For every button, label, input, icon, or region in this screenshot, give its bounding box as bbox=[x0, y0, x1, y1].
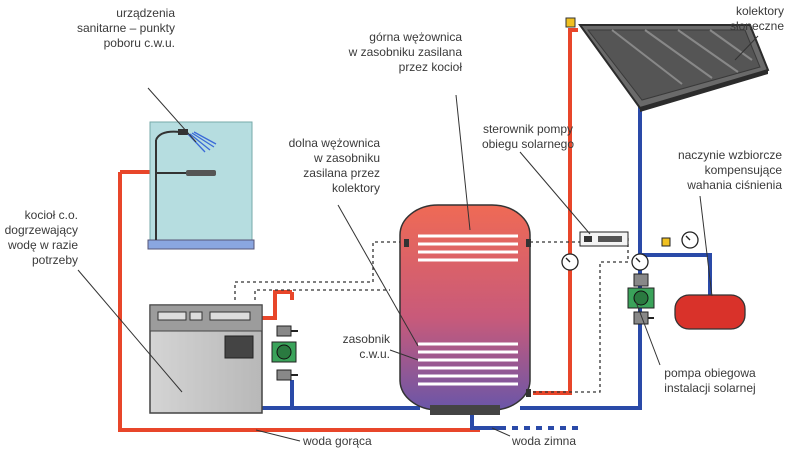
label-boiler: kocioł c.o. dogrzewający wodę w razie po… bbox=[4, 208, 78, 267]
solar-collector-panel bbox=[565, 17, 770, 112]
hot-water-main-pipe bbox=[118, 172, 480, 432]
pressure-gauges bbox=[561, 231, 699, 271]
boiler bbox=[149, 304, 263, 414]
pump-controller bbox=[579, 231, 629, 247]
label-hot-water: woda gorąca bbox=[303, 434, 372, 448]
label-tank: zasobnik c.w.u. bbox=[342, 332, 390, 361]
solar-pump bbox=[627, 273, 655, 325]
expansion-vessel bbox=[674, 294, 746, 330]
label-solar-collectors: kolektory słoneczne bbox=[729, 4, 784, 33]
collector-sensor bbox=[565, 17, 576, 28]
label-cold-water: woda zimna bbox=[512, 434, 577, 448]
label-solar-pump: pompa obiegowa instalacji solarnej bbox=[664, 366, 756, 395]
leader-lines bbox=[77, 35, 759, 442]
label-sanitary-fixtures: urządzenia sanitarne – punkty poboru c.w… bbox=[76, 6, 175, 50]
boiler-pump bbox=[271, 325, 298, 381]
label-upper-coil: górna wężownica w zasobniku zasilana prz… bbox=[348, 30, 462, 74]
solar-cold-pipe bbox=[520, 105, 642, 410]
upper-coil bbox=[418, 234, 518, 262]
label-pump-controller: sterownik pompy obiegu solarnego bbox=[481, 122, 575, 151]
hot-water-tank bbox=[399, 204, 531, 415]
lower-coil bbox=[418, 342, 518, 386]
sanitary-fixtures bbox=[147, 121, 255, 250]
label-expansion-vessel: naczynie wzbiorcze kompensujące wahania … bbox=[677, 148, 782, 192]
label-lower-coil: dolna wężownica w zasobniku zasilana prz… bbox=[288, 136, 380, 195]
boiler-supply-pipe bbox=[262, 290, 292, 320]
solar-hot-pipe bbox=[533, 28, 578, 395]
shower-mixer bbox=[186, 170, 216, 176]
